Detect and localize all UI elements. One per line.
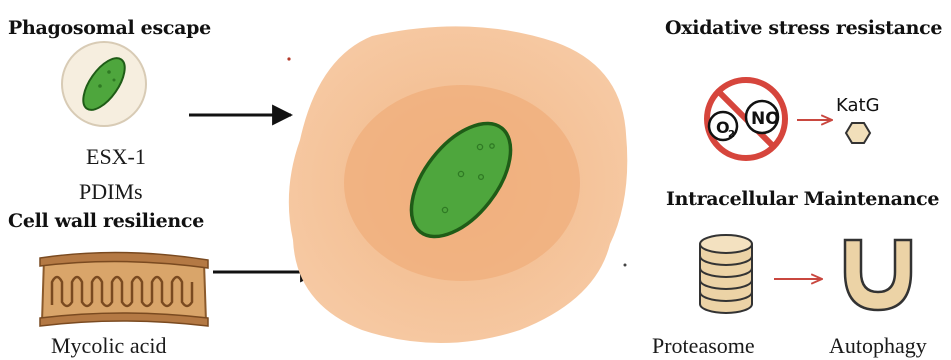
proteasome-icon — [700, 235, 752, 313]
no-label: NO — [751, 109, 780, 129]
stray-dot — [624, 264, 627, 267]
o2-subscript: 2 — [728, 129, 735, 140]
katg-label: KatG — [836, 95, 880, 116]
stray-dot — [287, 57, 290, 60]
katg-hexagon-icon — [846, 123, 870, 143]
phagosome-icon — [62, 42, 146, 126]
cell-wall-icon — [40, 252, 208, 326]
autophagy-icon — [845, 240, 911, 310]
inhibition-icon: O 2 NO — [707, 80, 785, 158]
